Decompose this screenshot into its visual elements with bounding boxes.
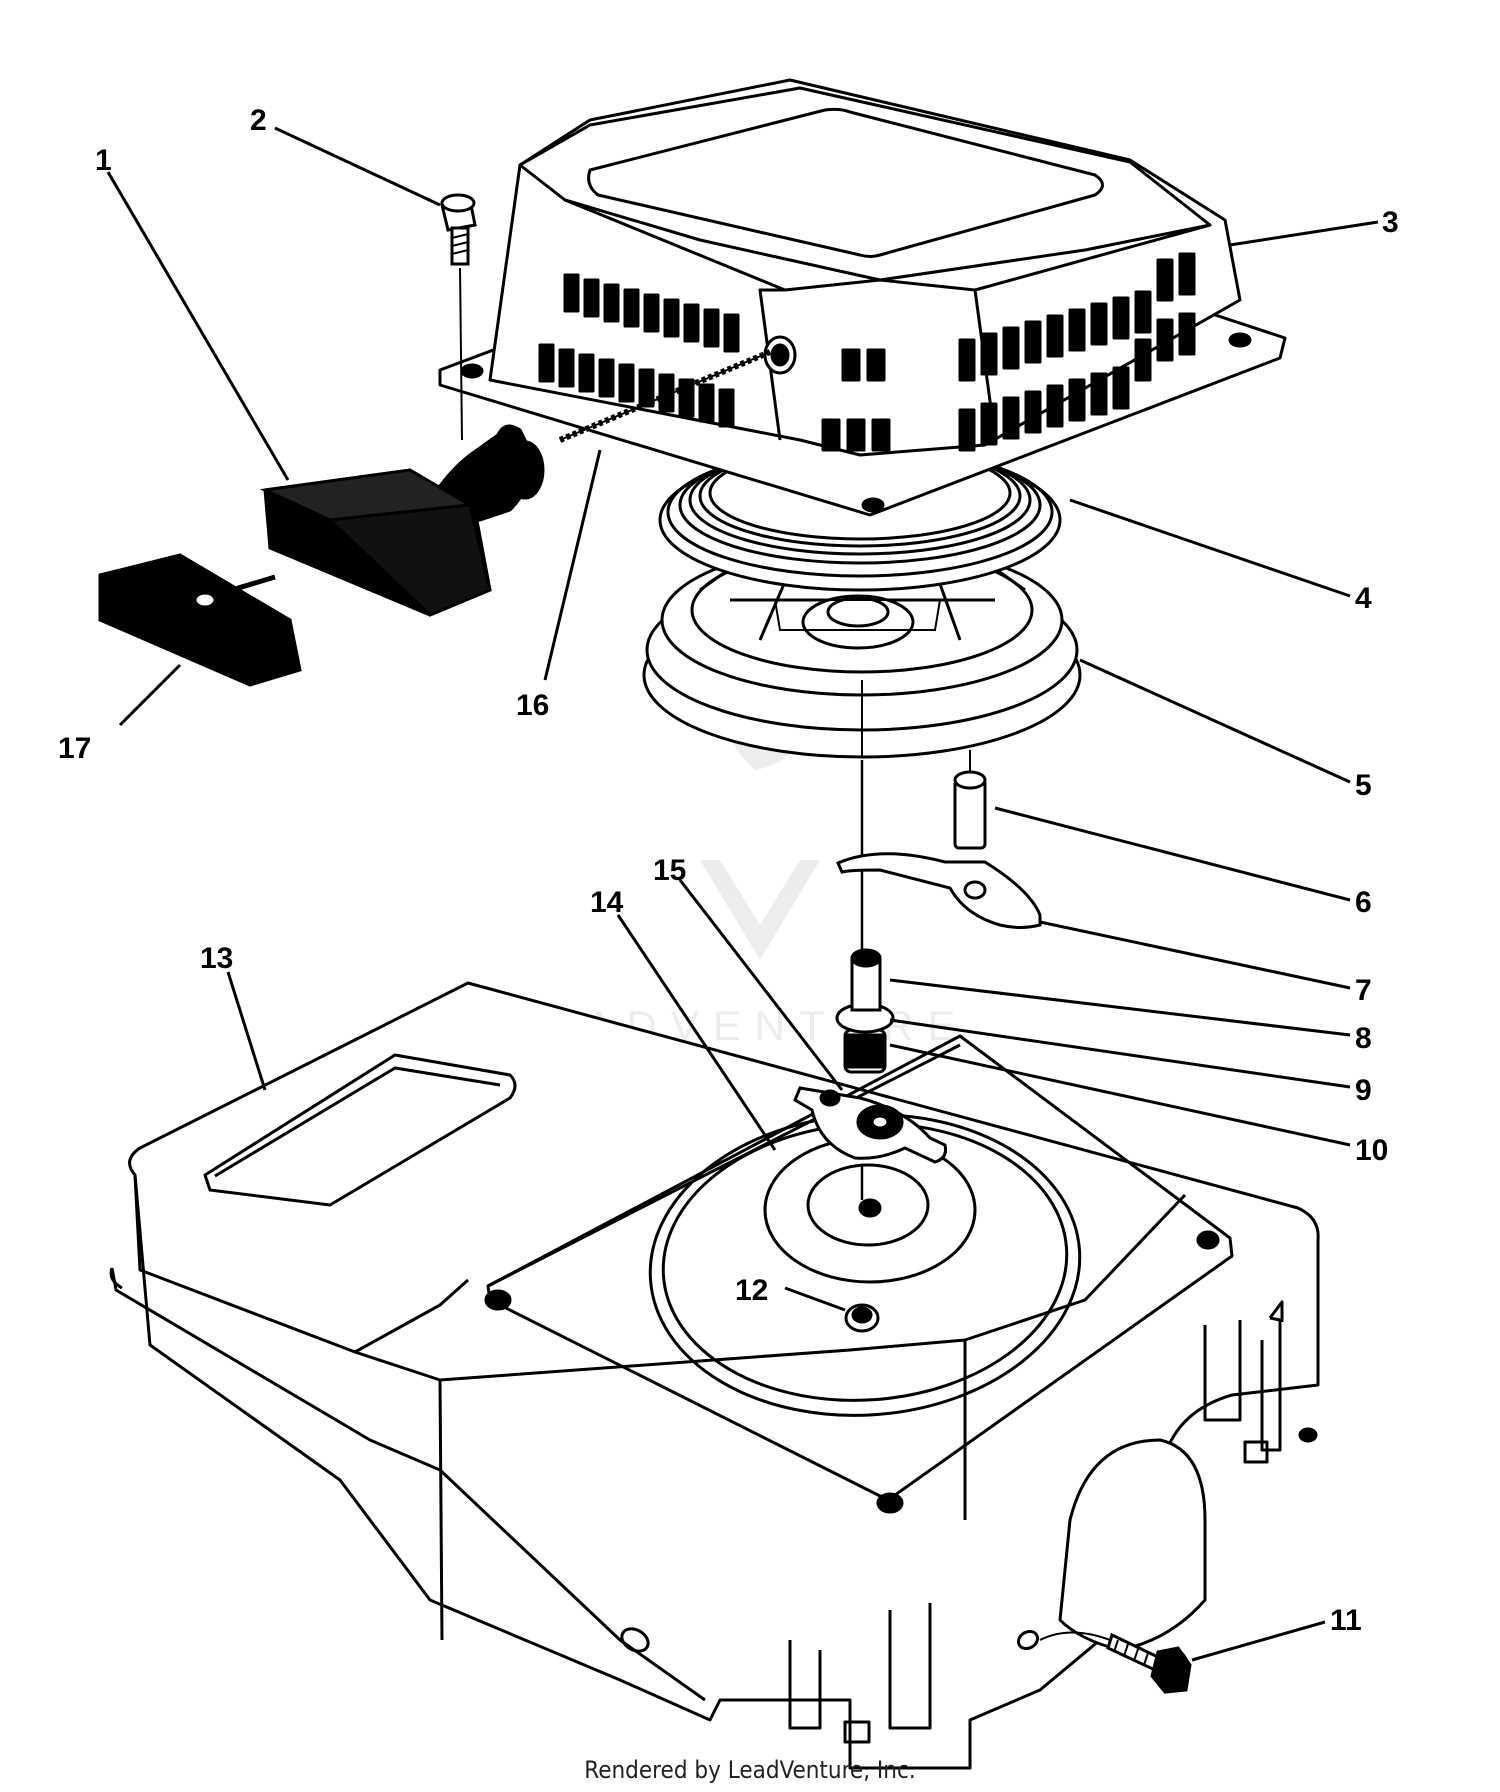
starter-handle-17 [98,553,302,687]
center-stack [835,948,895,1074]
screw-12 [844,1303,880,1333]
part-label-10: 10 [1355,1134,1388,1167]
starter-handle-1 [259,424,545,617]
part-label-1: 1 [95,144,112,177]
leader-6 [994,806,1351,902]
part-label-14: 14 [590,886,624,919]
part-label-11: 11 [1330,1604,1362,1637]
part-labels: 1 2 3 4 5 6 7 8 9 10 11 12 13 14 15 16 1… [58,104,1399,1637]
footer-credit: Rendered by LeadVenture, Inc. [584,1756,916,1784]
leader-11 [1191,1620,1326,1662]
leader-9 [889,1018,1351,1089]
blower-housing [109,981,1320,1770]
part-label-8: 8 [1355,1022,1372,1055]
leader-12 [784,1286,846,1312]
part-label-5: 5 [1355,769,1372,802]
leader-17 [118,663,182,727]
leader-8 [889,978,1351,1037]
part-label-9: 9 [1355,1074,1372,1107]
friction-plate-15 [793,1086,947,1164]
pin-6 [953,750,987,850]
leader-10 [889,1043,1351,1147]
part-label-16: 16 [516,689,549,722]
screw-11 [1039,1631,1192,1694]
part-label-15: 15 [653,854,686,887]
starter-rope-16 [558,349,772,443]
part-label-3: 3 [1382,206,1399,239]
part-label-2: 2 [250,104,267,137]
leader-14 [616,914,777,1151]
leader-4 [1069,498,1351,598]
part-label-6: 6 [1355,886,1372,919]
starter-cover-3 [438,78,1287,517]
part-label-13: 13 [200,942,233,975]
part-label-17: 17 [58,732,91,765]
part-label-4: 4 [1355,582,1372,615]
leader-7 [1039,920,1351,990]
leader-15 [678,879,844,1091]
part-label-12: 12 [735,1274,768,1307]
leader-5 [1079,658,1351,784]
leader-1 [106,171,290,481]
bolt-2 [440,193,477,441]
leader-2 [274,126,441,207]
part-label-7: 7 [1355,974,1372,1007]
pawl-7 [836,852,1042,929]
plate-14 [763,1136,977,1284]
leader-3 [1229,220,1379,247]
leader-16 [543,449,602,681]
leader-13 [226,971,267,1091]
leader-lines [106,126,1379,1662]
